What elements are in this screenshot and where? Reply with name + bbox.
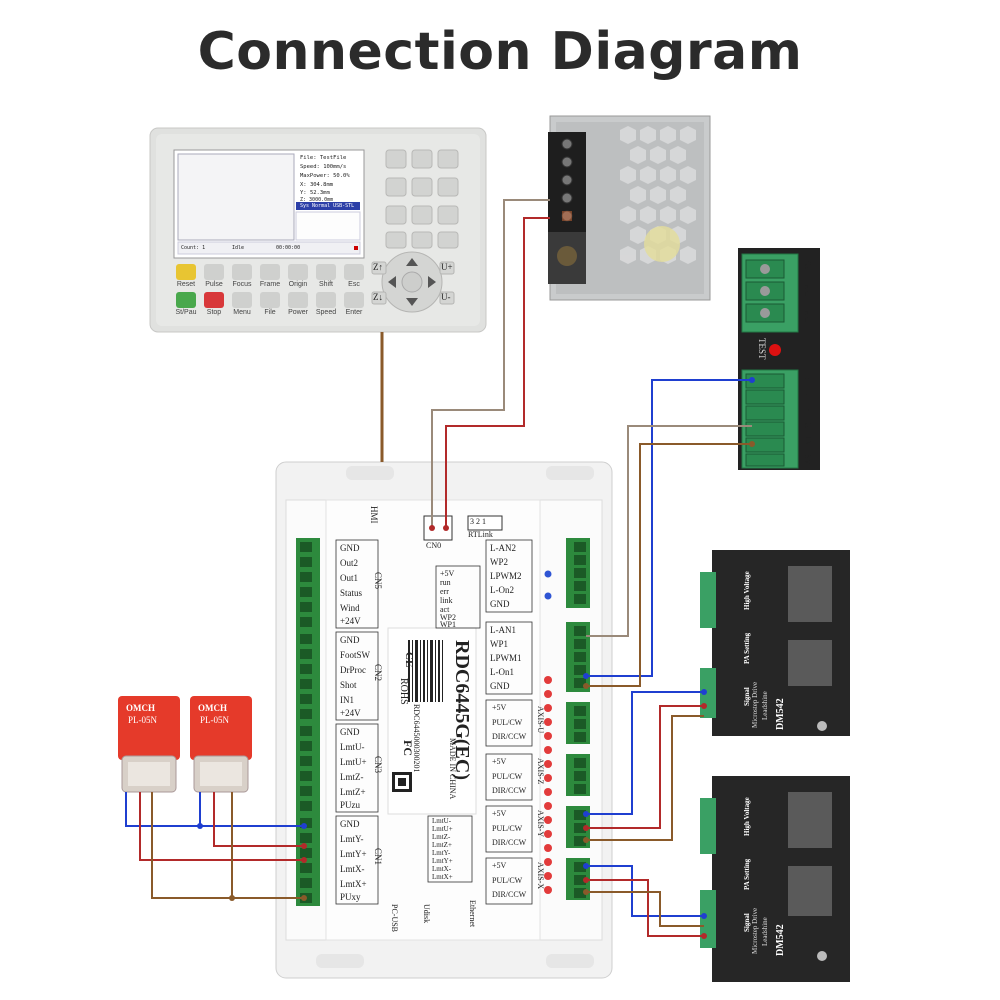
- wire-y-1: [586, 691, 704, 815]
- laser-power-supply: [738, 248, 820, 470]
- wire-laser-l: [586, 425, 752, 637]
- page-title: Connection Diagram: [197, 22, 803, 82]
- wire-x-2: [586, 879, 704, 937]
- wire-y-3: [586, 715, 704, 841]
- wire-psu-pos: [431, 199, 550, 528]
- wire-psu-neg: [445, 217, 550, 528]
- control-panel: [149, 127, 487, 333]
- wire-s1-blue: [125, 792, 304, 827]
- wire-s2-red: [213, 792, 304, 847]
- stepper-driver-1: [700, 550, 850, 736]
- controller-board: [275, 461, 613, 979]
- wire-x-3: [586, 891, 704, 927]
- wire-s1-red: [139, 792, 304, 861]
- wire-y-2: [586, 705, 704, 829]
- wire-laser-h: [586, 379, 752, 677]
- sensor-1: [118, 696, 180, 793]
- power-supply: [548, 115, 711, 301]
- stepper-driver-2: [700, 776, 850, 982]
- left-terminals: [296, 538, 320, 906]
- wire-s1-brown: [151, 792, 304, 899]
- sensor-2: [190, 696, 252, 793]
- wire-laser-g: [586, 443, 752, 687]
